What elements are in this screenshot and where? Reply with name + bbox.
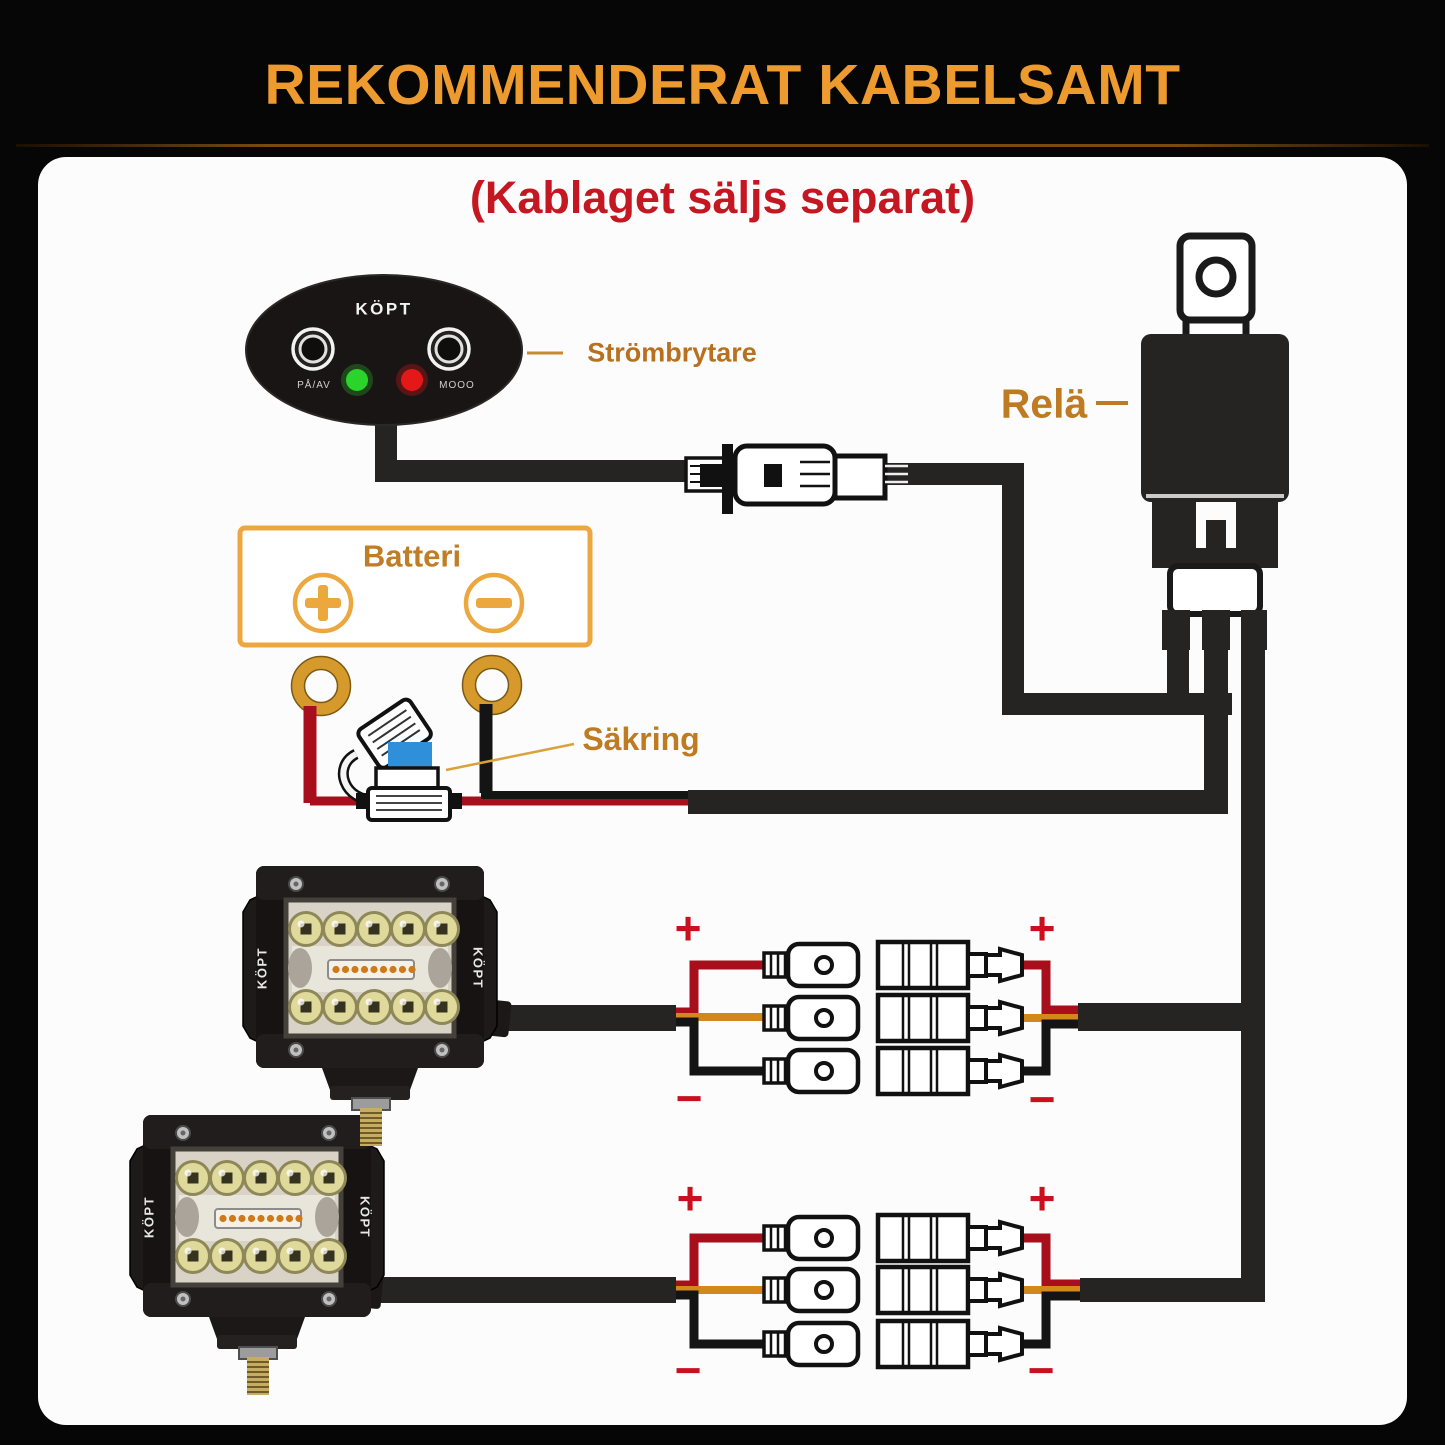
female-spade-terminal: [878, 1048, 1022, 1094]
lightbar2-brand-left: KÖPT: [141, 1195, 157, 1239]
label-leader-lines: [527, 351, 1128, 405]
label-switch: Strömbrytare: [587, 337, 757, 368]
male-spade-terminal: [764, 1217, 858, 1259]
female-spade-terminal: [878, 1321, 1022, 1367]
battery-box: [237, 525, 593, 648]
relay: [1141, 232, 1289, 650]
fuse-leader-line: [445, 742, 575, 772]
male-spade-terminal: [764, 1050, 858, 1092]
male-spade-terminal: [764, 1323, 858, 1365]
female-spade-terminal: [878, 942, 1022, 988]
switch-mode-label: MOOO: [439, 380, 475, 391]
female-spade-terminal: [878, 1267, 1022, 1313]
power-button-icon: [291, 327, 335, 371]
battery-minus-icon: [463, 572, 525, 634]
battery-plus-icon: [292, 572, 354, 634]
connector-group-top: [764, 942, 1022, 1094]
switch-power-label: PÅ/AV: [297, 380, 331, 391]
relay-mount-hole: [1195, 256, 1237, 298]
polarity-minus-top-left: −: [675, 1072, 703, 1124]
polarity-plus-top-right: +: [1028, 902, 1056, 954]
label-relay: Relä: [1000, 380, 1088, 427]
polarity-plus-top-left: +: [674, 902, 702, 954]
page-title: REKOMMENDERAT KABELSAMT: [264, 53, 1181, 117]
cable-runs: [368, 406, 1265, 1303]
title-divider-line: [16, 144, 1429, 147]
switch-pad: [245, 274, 523, 426]
polarity-minus-top-right: −: [1028, 1073, 1056, 1125]
light-bar-1: [243, 866, 512, 1146]
lightbar1-brand-left: KÖPT: [254, 946, 270, 990]
inline-connector: [684, 443, 908, 514]
polarity-plus-bottom-right: +: [1028, 1172, 1056, 1224]
label-fuse: Säkring: [582, 721, 700, 757]
female-spade-terminal: [878, 995, 1022, 1041]
fuse-holder: [337, 697, 575, 822]
male-spade-terminal: [764, 1269, 858, 1311]
ring-terminal-positive-icon: [290, 655, 352, 717]
polarity-minus-bottom-right: −: [1027, 1344, 1055, 1396]
light-bar-2: [130, 1115, 384, 1395]
female-spade-terminal: [878, 1215, 1022, 1261]
polarity-minus-bottom-left: −: [674, 1344, 702, 1396]
mode-button-icon: [427, 327, 471, 371]
male-spade-terminal: [764, 997, 858, 1039]
lightbar1-brand-right: KÖPT: [470, 946, 486, 990]
lightbar2-brand-right: KÖPT: [357, 1195, 373, 1239]
panel-subtitle: (Kablaget säljs separat): [469, 172, 976, 223]
switch-brand-text: KÖPT: [355, 299, 413, 319]
red-led-icon: [396, 364, 428, 396]
connector-group-bottom: [764, 1215, 1022, 1367]
label-battery: Batteri: [362, 538, 462, 574]
polarity-plus-bottom-left: +: [676, 1172, 704, 1224]
green-led-icon: [341, 364, 373, 396]
male-spade-terminal: [764, 944, 858, 986]
